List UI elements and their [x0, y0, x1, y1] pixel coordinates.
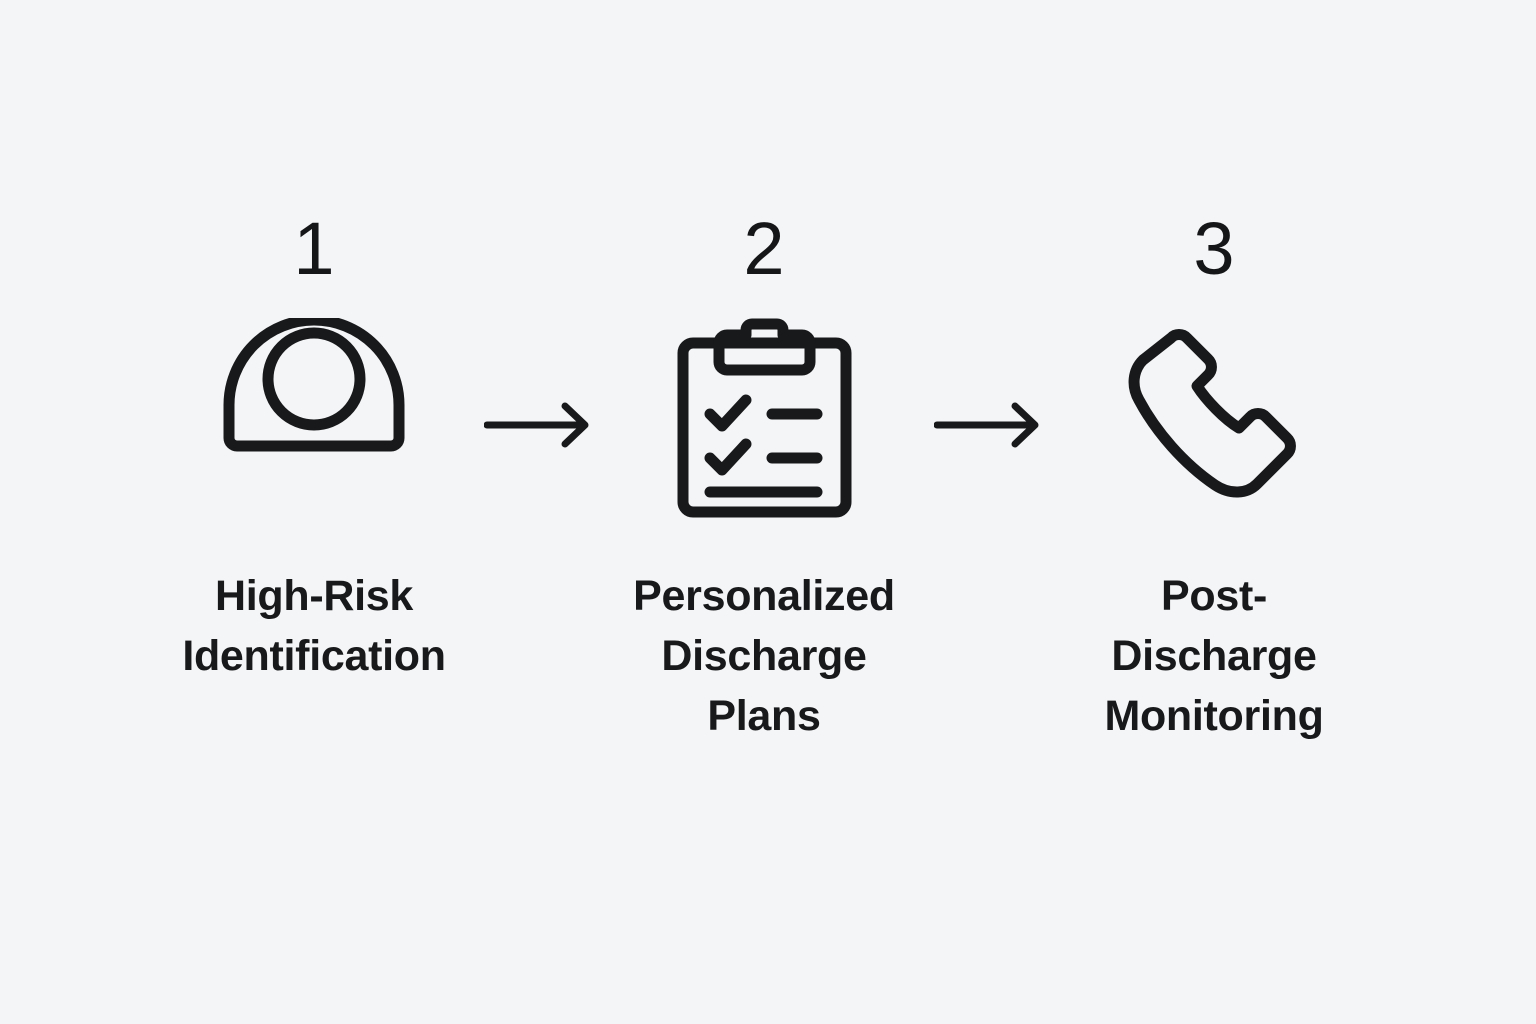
process-step-1: 1 High-Risk Identification [164, 212, 464, 686]
step-number-3: 3 [1193, 207, 1235, 290]
step-label-3: Post-Discharge Monitoring [1104, 572, 1324, 740]
arrow-right-icon-2 [914, 212, 1064, 448]
step-label-2: Personalized Discharge Plans [633, 572, 895, 740]
clipboard-checklist-icon [654, 318, 874, 518]
process-step-2: 2 [614, 212, 914, 746]
arrow-right-icon-1 [464, 212, 614, 448]
step-number-2: 2 [743, 207, 785, 290]
step-number-1: 1 [293, 207, 335, 290]
process-step-3: 3 Post-Discharge Monitoring [1064, 212, 1364, 746]
person-icon [204, 318, 424, 518]
step-label-1: High-Risk Identification [182, 572, 446, 680]
phone-handset-icon [1104, 318, 1324, 518]
